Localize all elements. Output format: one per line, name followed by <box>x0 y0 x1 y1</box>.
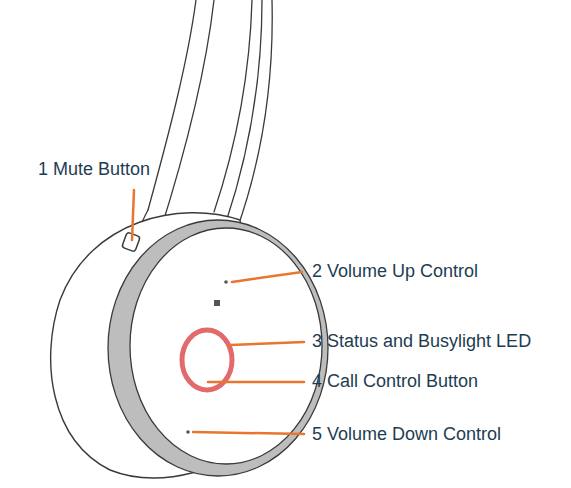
volume-down-control <box>186 430 190 434</box>
callout-label: 5 Volume Down Control <box>312 424 501 446</box>
callout-label: 4 Call Control Button <box>312 371 478 393</box>
volume-up-control <box>224 280 228 284</box>
callout-label: 1 Mute Button <box>38 159 150 181</box>
sensor-dot <box>214 300 220 306</box>
leader-lines <box>132 190 304 434</box>
earcup <box>51 213 328 478</box>
callout-label: 3 Status and Busylight LED <box>312 331 531 353</box>
callout-label: 2 Volume Up Control <box>312 261 478 283</box>
